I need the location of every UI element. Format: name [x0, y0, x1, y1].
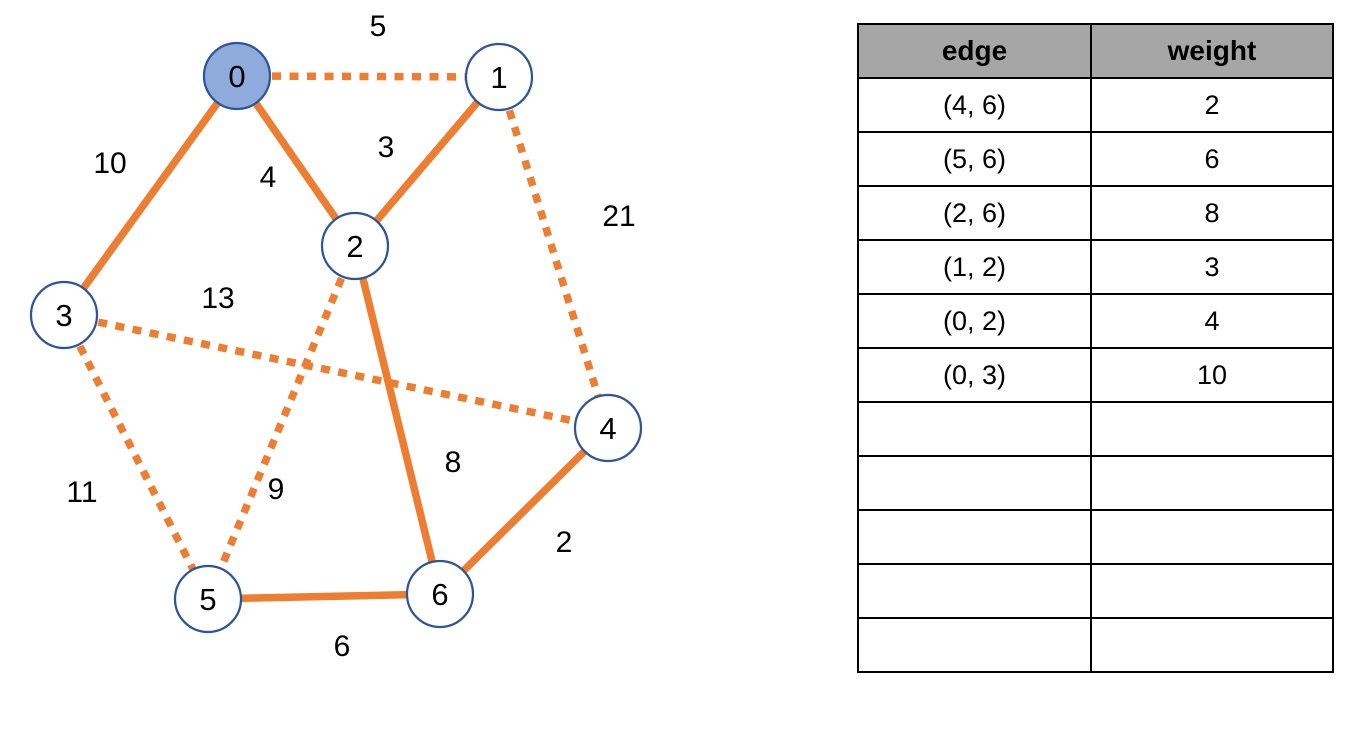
- edge-2-5-dashed: [204, 244, 359, 601]
- graph-node-5-circle: [173, 564, 243, 634]
- graph-node-1-label: 1: [490, 60, 507, 95]
- table-row-10: [857, 617, 1334, 673]
- graph-node-3-label: 3: [55, 298, 72, 333]
- weight-cell: 2: [1090, 77, 1334, 133]
- table-row-4: (0, 2)4: [857, 293, 1334, 349]
- edge-weight-0-3: 10: [93, 147, 126, 180]
- weight-cell: 3: [1090, 239, 1334, 295]
- edge-0-1-dashed: [236, 72, 500, 81]
- table-row-3: (1, 2)3: [857, 239, 1334, 295]
- edge-weight-1-2: 3: [378, 131, 395, 164]
- edge-weight-3-4: 13: [201, 282, 234, 315]
- edge-cell: (4, 6): [857, 77, 1092, 133]
- graph-node-3-circle: [29, 280, 99, 350]
- edge-1-2-solid: [352, 74, 502, 249]
- edge-4-6-solid: [437, 425, 611, 597]
- col-header-edge: edge: [857, 23, 1092, 79]
- edge-2-6-solid: [351, 245, 444, 595]
- table-body: (4, 6)2(5, 6)6(2, 6)8(1, 2)3(0, 2)4(0, 3…: [857, 77, 1334, 673]
- weight-cell: [1090, 455, 1334, 511]
- edge-weight-3-5: 11: [66, 476, 97, 509]
- table-row-1: (5, 6)6: [857, 131, 1334, 187]
- table-row-7: [857, 455, 1334, 511]
- mst-edge-table: edge weight (4, 6)2(5, 6)6(2, 6)8(1, 2)3…: [857, 23, 1334, 673]
- edge-1-4-dashed: [495, 75, 612, 430]
- table-row-9: [857, 563, 1334, 619]
- edge-weight-2-5: 9: [268, 473, 285, 506]
- weight-cell: [1090, 617, 1334, 673]
- graph-node-4-circle: [573, 393, 643, 463]
- weight-cell: [1090, 509, 1334, 565]
- edge-cell: [857, 509, 1092, 565]
- table-row-2: (2, 6)8: [857, 185, 1334, 241]
- weight-cell: 6: [1090, 131, 1334, 187]
- graph-node-2-circle: [320, 211, 390, 281]
- table-header-row: edge weight: [857, 23, 1334, 79]
- edge-cell: (1, 2): [857, 239, 1092, 295]
- edge-3-5-dashed: [60, 313, 212, 601]
- weight-cell: 10: [1090, 347, 1334, 403]
- table-row-5: (0, 3)10: [857, 347, 1334, 403]
- graph-node-0-circle: [202, 41, 272, 111]
- edge-cell: (0, 2): [857, 293, 1092, 349]
- edge-cell: [857, 455, 1092, 511]
- edge-weight-2-6: 8: [445, 446, 462, 479]
- graph-canvas: 5 4 3 10 13 21 9 11 8 2 6 0 1 2 3 4 5 6: [29, 10, 643, 663]
- edge-5-6-solid: [207, 590, 441, 603]
- edge-weight-0-1: 5: [370, 10, 387, 43]
- graph-node-6-circle: [405, 559, 475, 629]
- edge-weight-0-2: 4: [260, 161, 277, 194]
- edge-cell: (2, 6): [857, 185, 1092, 241]
- graph-node-2-label: 2: [346, 229, 363, 264]
- edge-cell: (5, 6): [857, 131, 1092, 187]
- edge-cell: [857, 617, 1092, 673]
- table-row-6: [857, 401, 1334, 457]
- edge-weight-1-4: 21: [602, 200, 635, 233]
- table-row-0: (4, 6)2: [857, 77, 1334, 133]
- graph-node-6-label: 6: [431, 577, 448, 612]
- edge-weight-4-6: 2: [556, 526, 573, 559]
- edge-0-3-solid: [60, 73, 241, 318]
- weight-cell: [1090, 401, 1334, 457]
- edge-0-2-solid: [233, 73, 359, 249]
- edge-weight-5-6: 6: [334, 630, 351, 663]
- weight-cell: 4: [1090, 293, 1334, 349]
- edge-cell: [857, 563, 1092, 619]
- graph-node-0-label: 0: [228, 59, 245, 94]
- edge-cell: (0, 3): [857, 347, 1092, 403]
- edge-3-4-dashed: [63, 311, 609, 432]
- graph-node-4-label: 4: [599, 411, 616, 446]
- weight-cell: [1090, 563, 1334, 619]
- graph-node-5-label: 5: [199, 582, 216, 617]
- col-header-weight: weight: [1090, 23, 1334, 79]
- table-row-8: [857, 509, 1334, 565]
- weight-cell: 8: [1090, 185, 1334, 241]
- edge-cell: [857, 401, 1092, 457]
- graph-node-1-circle: [464, 42, 534, 112]
